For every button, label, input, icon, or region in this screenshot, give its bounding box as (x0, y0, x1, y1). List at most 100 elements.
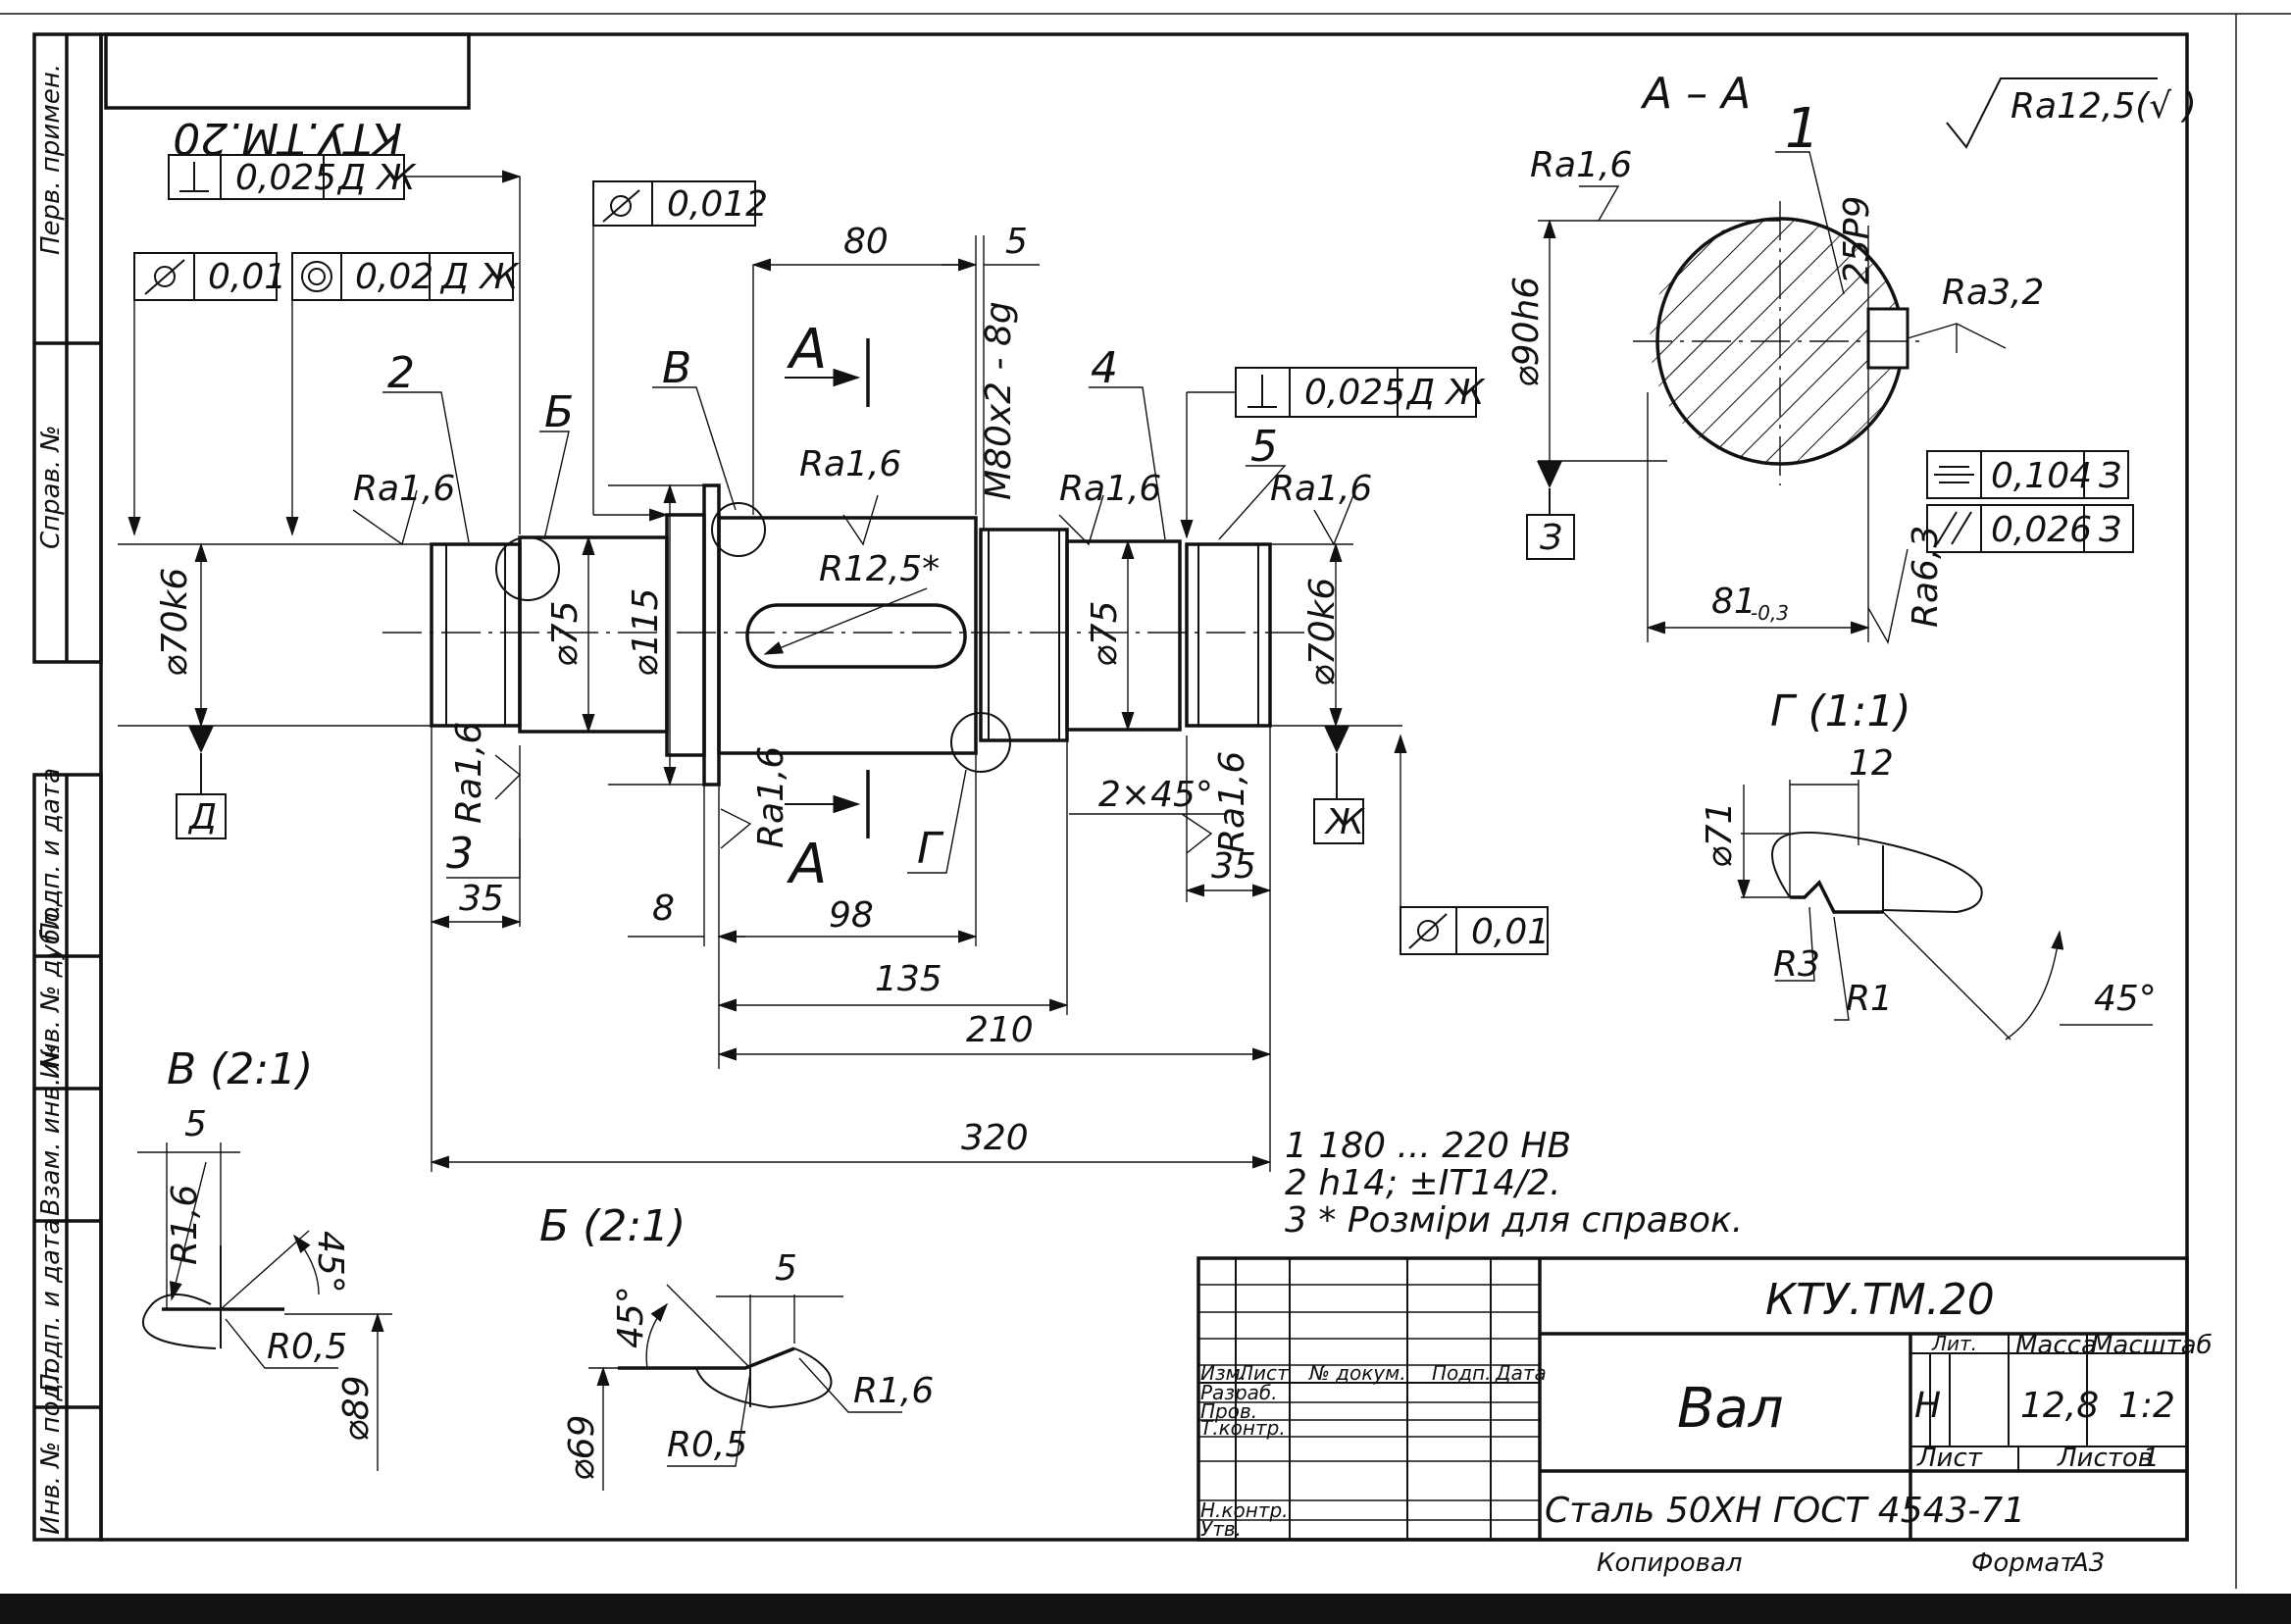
stamp-vzam-inv: Взам. инв. № (36, 1042, 66, 1216)
title-block: Изм. Лист № докум. Подп. Дата Разраб. Пр… (1196, 1256, 2213, 1542)
tol-coax-value: 0,02 (355, 257, 433, 297)
tb-drawing-code: КТУ.ТМ.20 (1765, 1275, 1995, 1325)
ra-thread: Ra1,6 (1059, 469, 1161, 509)
dia-75-right: ⌀75 (1085, 601, 1125, 667)
dim-5: 5 (1005, 222, 1028, 262)
tol-perp-top-datums: Д Ж (336, 158, 418, 198)
detail-b-d5: 5 (775, 1248, 797, 1289)
dim-320: 320 (961, 1118, 1029, 1158)
datum-d-label: Д (187, 797, 217, 837)
detail-v-angle: 45° (310, 1231, 350, 1294)
dim-80: 80 (843, 222, 889, 262)
stamp-podp-data-1: Подп. и дата (36, 768, 66, 941)
leader-4: 4 (1091, 343, 1118, 393)
stamp-inv-podl: Инв. № подл. (36, 1359, 66, 1535)
tb-material: Сталь 50ХН ГОСТ 4543-71 (1545, 1491, 2025, 1531)
tol-perp-right-datums: Д Ж (1405, 373, 1487, 413)
detail-v-r05: R0,5 (267, 1327, 347, 1367)
tol-frame-coax: 0,02 Д Ж (285, 252, 521, 536)
tb-row-razrab: Разраб. (1200, 1381, 1278, 1404)
format-value: А3 (2069, 1548, 2105, 1578)
ra-left-bottom: Ra1,6 (449, 722, 489, 824)
tb-lit: Н (1914, 1386, 1941, 1426)
tol-frame-runout-b: 0,01 (127, 252, 286, 536)
dim-210: 210 (966, 1010, 1034, 1050)
tb-lit-header: Лит. (1931, 1332, 1977, 1355)
detail-b-angle: 45° (611, 1286, 651, 1348)
detail-g-diameter: ⌀71 (1700, 802, 1740, 868)
tb-row-nkontr: Н.контр. (1200, 1498, 1289, 1522)
aa-datum: З (1540, 518, 1562, 558)
aa-depth-tol: -0,3 (1751, 601, 1789, 625)
stamp-inv-dubl: Инв. № дубл. (36, 904, 66, 1079)
aa-diameter: ⌀90h6 (1506, 277, 1547, 387)
detail-g-angle: 45° (2094, 979, 2157, 1019)
general-roughness: Ra12,5(√ ) (1946, 77, 2197, 149)
datum-d: Д (176, 726, 227, 839)
dim-35-right: 35 (1211, 846, 1256, 887)
tb-scale: 1:2 (2118, 1386, 2175, 1426)
detail-v-diameter: ⌀89 (336, 1376, 377, 1442)
section-aa-title: А – А (1640, 69, 1751, 119)
tol-frame-runout-c: 0,01 (1394, 734, 1550, 955)
tb-part-name: Вал (1677, 1377, 1784, 1441)
detail-b-r05: R0,5 (667, 1425, 747, 1465)
copied-label: Копировал (1597, 1548, 1743, 1578)
tol-perp-right-value: 0,025 (1304, 373, 1405, 413)
tol-frame-perp-right: 0,025 Д Ж (1180, 367, 1487, 539)
main-view-shaft (382, 483, 1304, 787)
aa-leader-1: 1 (1785, 97, 1820, 161)
stamp-podp-data-2: Подп. и дата (36, 1219, 66, 1393)
technical-notes: 1 180 ... 220 НВ 2 h14; ±IT14/2. 3 * Роз… (1285, 1126, 1743, 1241)
ra-right-top: Ra1,6 (1270, 469, 1372, 509)
aa-ra-top: Ra1,6 (1530, 145, 1632, 185)
main-view-leaders: 2 Б В 4 5 3 Г Ra1,6 Ra1,6 Ra1,6 Ra1,6 Ra… (352, 343, 1372, 879)
aa-tol-par-value: 0,026 (1991, 510, 2092, 550)
tb-col-podp: Подп. (1432, 1361, 1492, 1385)
tol-runout-b-value: 0,01 (208, 257, 286, 297)
tol-frame-runout-a: 0,012 (592, 180, 768, 522)
bottom-scan-band (0, 1594, 2291, 1624)
stamp-sprav-no: Справ. № (36, 426, 66, 549)
leader-b: Б (544, 387, 574, 437)
note-1: 1 180 ... 220 НВ (1285, 1126, 1571, 1166)
detail-g-d12: 12 (1849, 743, 1894, 784)
aa-key-width: 25P9 (1837, 196, 1877, 284)
aa-depth: 81 (1711, 582, 1756, 622)
ra-keyway-top: Ra1,6 (799, 444, 901, 484)
detail-g-r1: R1 (1846, 979, 1893, 1019)
detail-g: Г (1:1) 12 ⌀71 R3 R1 45° (1700, 686, 2157, 1040)
detail-b-r16: R1,6 (853, 1371, 934, 1411)
aa-tol-sym-datum: З (2099, 456, 2121, 496)
tb-mass: 12,8 (2020, 1386, 2099, 1426)
tb-row-tkontr: Т.контр. (1200, 1416, 1286, 1440)
ra-right-bottom: Ra1,6 (1212, 751, 1252, 853)
dia-70k6-left: ⌀70k6 (155, 568, 195, 677)
tb-mass-header: Масса (2015, 1331, 2097, 1360)
tb-col-data: Дата (1495, 1361, 1547, 1385)
aa-tol-par-datum: З (2099, 510, 2121, 550)
detail-b: Б (2:1) 5 45° R1,6 R0,5 ⌀69 (539, 1201, 934, 1491)
datum-zh-label: Ж (1324, 802, 1366, 842)
leader-2: 2 (387, 348, 415, 398)
aa-ra-key: Ra3,2 (1942, 273, 2044, 313)
tb-col-dokum: № докум. (1308, 1361, 1406, 1385)
leader-g: Г (917, 824, 944, 874)
stamp-perv-primen: Перв. примен. (36, 64, 66, 255)
side-stamp-column: Перв. примен. Справ. № Подп. и дата Инв.… (32, 32, 103, 1542)
detail-b-title: Б (2:1) (539, 1201, 686, 1251)
section-aa: А – А ⌀90h6 З Ra1,6 1 25P9 Ra3,2 81 (1506, 69, 2134, 644)
tb-row-prov: Пров. (1200, 1399, 1257, 1423)
detail-v-title: В (2:1) (167, 1044, 313, 1094)
dim-135: 135 (875, 959, 942, 999)
tol-perp-top-value: 0,025 (235, 158, 336, 198)
leader-3: 3 (446, 829, 474, 879)
dim-35-left: 35 (459, 879, 504, 919)
ra-left-top: Ra1,6 (353, 469, 455, 509)
format-label: Формат (1971, 1548, 2075, 1578)
tb-scale-header: Масштаб (2091, 1331, 2213, 1360)
datum-zh: Ж (1313, 726, 1366, 844)
tb-row-utv: Утв. (1200, 1517, 1242, 1541)
leader-5: 5 (1250, 422, 1278, 472)
